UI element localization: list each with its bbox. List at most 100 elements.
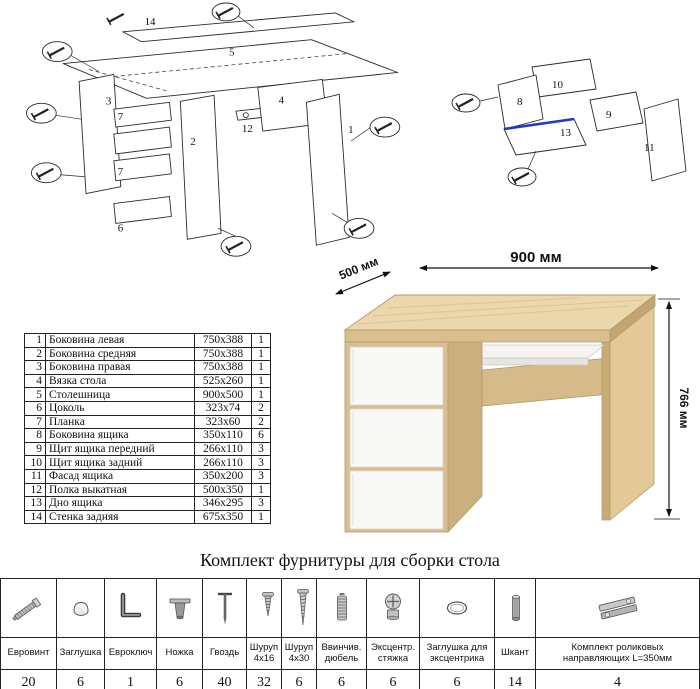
hardware-qty: 4 <box>535 669 700 689</box>
hardware-icon-cell <box>535 578 700 638</box>
hardware-name: Гвоздь <box>202 637 247 670</box>
euroscrew-icon <box>2 585 55 631</box>
parts-cell-size: 266x110 <box>194 455 252 470</box>
parts-cell-name: Вязка стола <box>45 373 195 389</box>
parts-cell-qty: 3 <box>251 496 271 511</box>
part-number-label: 5 <box>229 47 235 59</box>
hardware-qty: 6 <box>56 669 105 689</box>
part-number-label: 13 <box>560 127 572 139</box>
screw-short-icon <box>248 585 280 631</box>
parts-cell-num: 3 <box>24 360 46 375</box>
hardware-qty: 6 <box>156 669 203 689</box>
parts-cell-num: 12 <box>24 482 46 498</box>
hardware-name: Евроключ <box>104 637 157 670</box>
parts-cell-size: 500x350 <box>194 482 252 498</box>
hardware-icon-cell <box>316 578 367 638</box>
hardware-qty: 6 <box>316 669 367 689</box>
parts-cell-num: 8 <box>24 428 46 443</box>
hardware-name: Шуруп 4x30 <box>281 637 317 670</box>
hardware-qty: 40 <box>202 669 247 689</box>
parts-cell-qty: 2 <box>251 414 271 430</box>
parts-cell-qty: 6 <box>251 428 271 443</box>
parts-cell-num: 2 <box>24 346 46 362</box>
part-number-labels: 14 5 3 7 7 6 2 12 4 1 <box>106 16 354 235</box>
hardware-icon-cell <box>156 578 203 638</box>
part-number-label: 7 <box>118 111 124 123</box>
parts-cell-size: 266x110 <box>194 441 252 457</box>
left-exploded-diagram: 14 5 3 7 7 6 2 12 4 1 <box>26 2 401 257</box>
hardware-qty: 20 <box>0 669 57 689</box>
part-number-label: 9 <box>606 109 612 121</box>
leg-icon <box>158 585 201 631</box>
hardware-name: Шуруп 4x16 <box>246 637 282 670</box>
parts-cell-num: 14 <box>24 509 46 525</box>
part-number-label: 2 <box>190 136 195 148</box>
parts-cell-qty: 1 <box>251 482 271 498</box>
parts-cell-num: 13 <box>24 496 46 511</box>
parts-cell-name: Фасад ящика <box>45 468 195 484</box>
part-number-label: 6 <box>118 222 124 234</box>
drawer-front <box>349 346 444 406</box>
roller-slides-icon <box>537 585 698 631</box>
parts-cell-qty: 3 <box>251 441 271 457</box>
width-dimension-label: 900 мм <box>510 249 561 266</box>
parts-cell-size: 350x200 <box>194 468 252 484</box>
hardware-icon-cell <box>419 578 495 638</box>
threaded-dowel-icon <box>318 585 365 631</box>
parts-cell-num: 4 <box>24 373 46 389</box>
parts-cell-qty: 3 <box>251 468 271 484</box>
parts-cell-num: 1 <box>24 333 46 348</box>
desk-right-panel-inner <box>609 305 655 521</box>
desk-render: 900 мм 500 мм 766 мм <box>335 249 691 534</box>
parts-cell-name: Боковина правая <box>45 360 195 375</box>
part-number-label: 14 <box>145 16 156 28</box>
parts-cell-size: 323x74 <box>194 400 252 416</box>
parts-cell-size: 750x388 <box>194 346 252 362</box>
hardware-icon-cell <box>366 578 420 638</box>
parts-cell-num: 6 <box>24 400 46 416</box>
dimension-lines <box>335 265 680 520</box>
hardware-icon-cell <box>104 578 157 638</box>
hex-key-icon <box>106 585 155 631</box>
hardware-name: Заглушка <box>56 637 105 670</box>
drawer-parts <box>497 58 687 182</box>
parts-cell-name: Стенка задняя <box>45 509 195 525</box>
wood-dowel-icon <box>496 585 534 631</box>
parts-cell-name: Планка <box>45 414 195 430</box>
part-number-label: 3 <box>106 95 112 107</box>
hardware-icon-cell <box>202 578 247 638</box>
parts-cell-num: 11 <box>24 468 46 484</box>
parts-cell-name: Столешница <box>45 387 195 402</box>
hardware-icon-cell <box>0 578 57 638</box>
drawer-fronts <box>349 346 444 530</box>
parts-cell-name: Боковина левая <box>45 333 195 348</box>
parts-cell-qty: 1 <box>251 333 271 348</box>
parts-cell-size: 350x110 <box>194 428 252 443</box>
parts-cell-name: Цоколь <box>45 400 195 416</box>
parts-cell-num: 10 <box>24 455 46 470</box>
height-dimension-label: 766 мм <box>677 387 691 428</box>
part-number-label: 12 <box>242 123 253 135</box>
part-number-label: 11 <box>644 142 655 154</box>
desk-top-front-edge <box>344 329 611 343</box>
parts-cell-num: 7 <box>24 414 46 430</box>
hardware-name: Ножка <box>156 637 203 670</box>
parts-cell-qty: 1 <box>251 360 271 375</box>
parts-cell-num: 9 <box>24 441 46 457</box>
hardware-name: Заглушка для эксцентрика <box>419 637 495 670</box>
hardware-name: Комплект роликовых направляющих L=350мм <box>535 637 700 670</box>
desk-right-panel-edge <box>601 341 611 521</box>
hardware-name: Эксцентр. стяжка <box>366 637 420 670</box>
part-number-label: 1 <box>348 124 353 136</box>
